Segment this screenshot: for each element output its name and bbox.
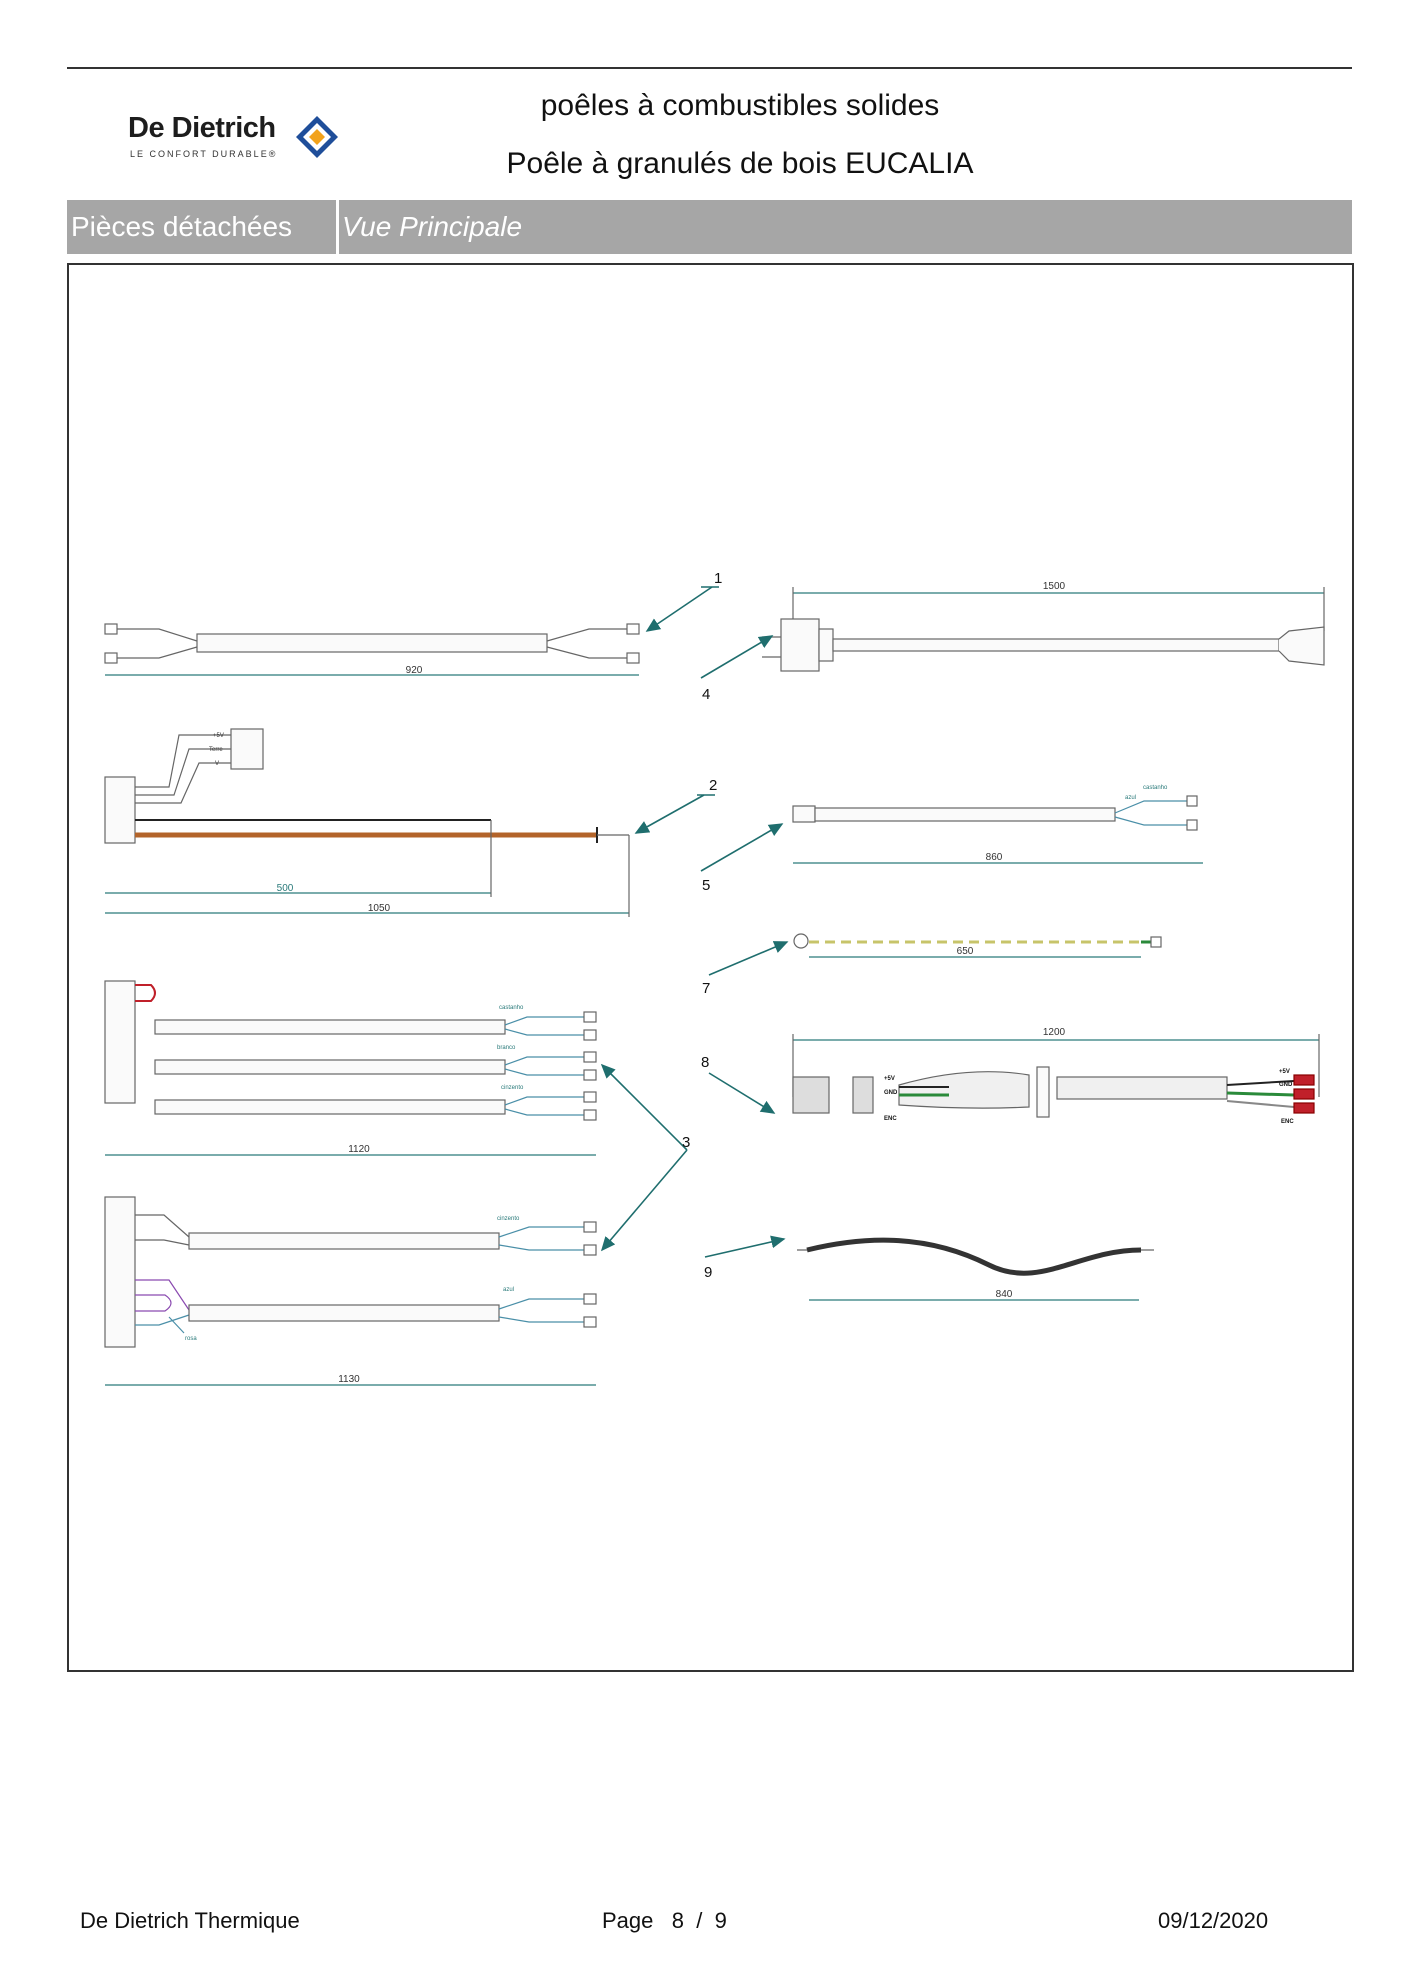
brand-logo: De Dietrich LE CONFORT DURABLE® [128,112,343,168]
footer-company: De Dietrich Thermique [80,1908,300,1933]
dimension-1120: 1120 [348,1144,370,1155]
wire-label-rosa: rosa [185,1336,197,1342]
dimension-920: 920 [406,665,423,676]
cable-item-3-lower [104,1196,597,1386]
header-rule [67,67,1352,69]
footer-date: 09/12/2020 [1158,1908,1269,1933]
cable-item-4 [762,587,1325,672]
section-label: Pièces détachées [71,211,293,242]
callout-5: 5 [702,877,710,894]
callout-8: 8 [701,1054,709,1071]
document-title: Poêle à granulés de bois EUCALIA [506,147,974,180]
wire-label-c2-c: V [215,761,219,767]
view-label: Vue Principale [342,211,523,242]
cable-item-5 [792,795,1203,864]
dimension-1500: 1500 [1043,581,1066,592]
callout-lines [697,586,719,796]
page-current: 8 [671,1908,684,1933]
callout-leaders [600,586,789,1258]
callout-2: 2 [709,777,717,794]
wire-label-azul: azul [503,1287,514,1293]
section-divider [336,200,339,254]
wire-label-enc-left: ENC [884,1116,897,1122]
wire-label-enc-right: ENC [1281,1119,1294,1125]
document-category: poêles à combustibles solides [540,89,940,122]
brand-tagline: LE CONFORT DURABLE® [130,149,278,159]
page-separator: / [696,1908,703,1933]
page-label: Page [602,1908,654,1933]
cable-item-3-upper [104,980,597,1156]
dimension-860: 860 [986,852,1003,863]
footer-page: Page 8 / 9 [602,1908,727,1934]
dimension-840: 840 [996,1289,1013,1300]
callout-4: 4 [702,686,710,703]
wire-label-branco: branco [497,1045,516,1051]
dimension-1050: 1050 [368,903,391,914]
wire-label-cinzento-lower: cinzento [497,1216,520,1222]
wire-label-cinzento: cinzento [501,1085,524,1091]
cable-item-7 [793,933,1162,958]
callout-1: 1 [714,570,722,587]
brand-diamond-icon [296,116,338,158]
wire-label-gnd-left: GND [884,1090,898,1096]
page-total: 9 [714,1908,727,1933]
dimension-1200: 1200 [1043,1027,1066,1038]
section-bar: Pièces détachées Vue Principale [67,200,1352,254]
dimension-500: 500 [277,883,294,894]
wire-label-c2-b: Terre [209,747,223,753]
cable-item-9 [797,1237,1154,1301]
cable-item-1 [104,623,640,676]
wire-label-plus5v-right: +5V [1279,1069,1290,1075]
wire-label-castanho: castanho [499,1005,524,1011]
wire-label-plus5v-left: +5V [884,1076,895,1082]
wire-label-castanho-5: castanho [1143,785,1168,791]
drawing-frame: 920 1500 +5V Terre V 500 1050 [67,263,1354,1672]
dimension-1130: 1130 [338,1374,360,1385]
callout-9: 9 [704,1264,712,1281]
exploded-view-drawing: 920 1500 +5V Terre V 500 1050 [104,570,1325,1386]
wire-label-azul-5: azul [1125,795,1136,801]
brand-name: De Dietrich [128,112,276,144]
wire-label-gnd-right: GND [1279,1082,1293,1088]
cable-item-8 [792,1034,1320,1118]
callout-3: 3 [682,1134,690,1151]
cable-item-2 [104,728,630,917]
wire-label-c2-a: +5V [213,733,224,739]
dimension-650: 650 [957,946,974,957]
callout-7: 7 [702,980,710,997]
